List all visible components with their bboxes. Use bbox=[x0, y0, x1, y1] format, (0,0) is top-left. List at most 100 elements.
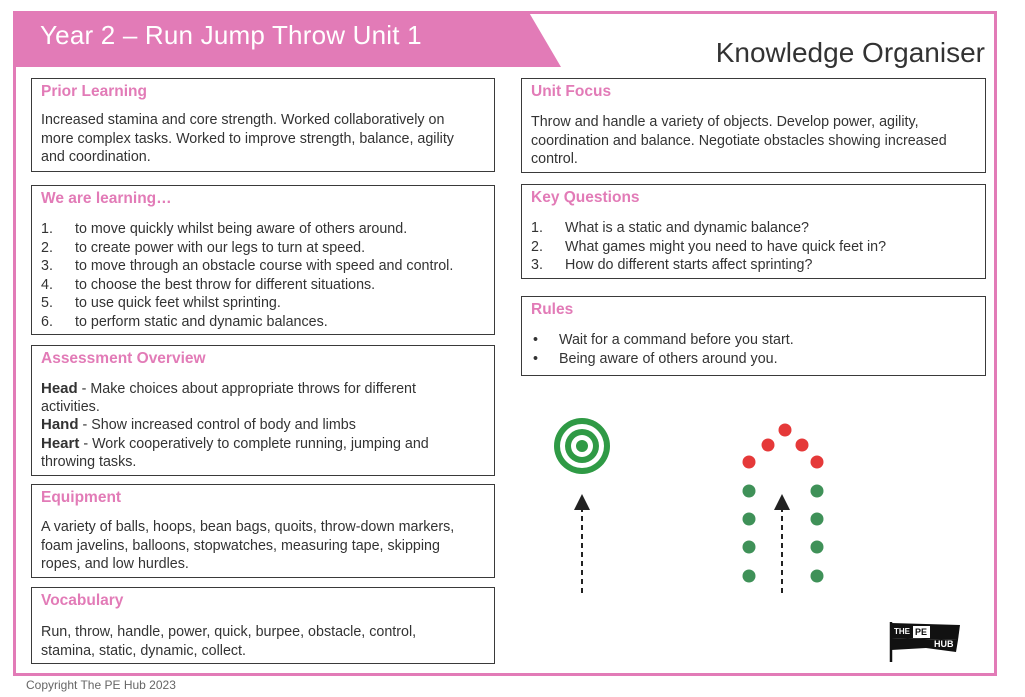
activity-diagram bbox=[554, 418, 824, 593]
assessment-heart-line: Heart - Work cooperatively to complete r… bbox=[41, 435, 486, 453]
list-text: What is a static and dynamic balance? bbox=[565, 220, 809, 236]
list-item: 5. to use quick feet whilst sprinting. bbox=[41, 294, 488, 313]
list-item: 3. to move through an obstacle course wit… bbox=[41, 257, 488, 276]
text-line: ropes, and low hurdles. bbox=[41, 556, 189, 572]
knowledge-organiser-heading: Knowledge Organiser bbox=[715, 37, 985, 68]
equipment-box: Equipment A variety of balls, hoops, bea… bbox=[31, 484, 495, 578]
text-line: and coordination. bbox=[41, 149, 151, 165]
prior-learning-text: Increased stamina and core strength. Wor… bbox=[41, 111, 486, 167]
equipment-text: A variety of balls, hoops, bean bags, qu… bbox=[41, 518, 486, 574]
list-number: 4. bbox=[41, 276, 53, 293]
unit-focus-title: Unit Focus bbox=[531, 83, 612, 100]
list-item: 2. What games might you need to have quic… bbox=[531, 238, 979, 257]
text-line: A variety of balls, hoops, bean bags, qu… bbox=[41, 519, 455, 535]
assessment-overview-title: Assessment Overview bbox=[41, 350, 206, 367]
assessment-hand-line: Hand - Show increased control of body an… bbox=[41, 416, 486, 434]
list-item: 6. to perform static and dynamic balances… bbox=[41, 313, 488, 332]
key-questions-title: Key Questions bbox=[531, 189, 640, 206]
hand-text: - Show increased control of body and lim… bbox=[78, 417, 356, 434]
key-questions-list: 1.What is a static and dynamic balance? … bbox=[531, 219, 979, 275]
prior-learning-title: Prior Learning bbox=[41, 83, 147, 100]
list-text: to create power with our legs to turn at… bbox=[75, 239, 366, 256]
list-text: to use quick feet whilst sprinting. bbox=[75, 295, 281, 312]
list-item: • Wait for a command before you start. bbox=[531, 331, 979, 350]
vocabulary-title: Vocabulary bbox=[41, 592, 124, 609]
red-cone-icon bbox=[742, 455, 756, 469]
list-item: • Being aware of others around you. bbox=[531, 350, 979, 369]
rules-box: Rules • Wait for a command before you sta… bbox=[521, 296, 986, 376]
list-number: 1. bbox=[531, 220, 543, 236]
text-line: Throw and handle a variety of objects. D… bbox=[531, 114, 919, 130]
we-are-learning-box: We are learning… 1. to move quickly whils… bbox=[31, 185, 495, 335]
assessment-head-line2: activities. bbox=[41, 399, 100, 416]
equipment-title: Equipment bbox=[41, 489, 122, 506]
we-are-learning-title: We are learning… bbox=[41, 190, 172, 207]
learning-list: 1. to move quickly whilst being aware of … bbox=[41, 220, 488, 332]
title-banner bbox=[13, 11, 561, 67]
list-number: 6. bbox=[41, 313, 53, 330]
vocabulary-text: Run, throw, handle, power, quick, burpee… bbox=[41, 623, 486, 660]
text-line: control. bbox=[531, 151, 578, 167]
list-text: to perform static and dynamic balances. bbox=[75, 313, 328, 330]
green-cone-icon bbox=[742, 569, 756, 583]
text-line: more complex tasks. Worked to improve st… bbox=[41, 130, 454, 147]
bullet: • bbox=[533, 350, 539, 367]
list-number: 3. bbox=[41, 258, 53, 275]
heart-text: - Work cooperatively to complete running… bbox=[79, 435, 429, 452]
pe-hub-logo: THE PE HUB bbox=[889, 622, 960, 662]
list-text: Wait for a command before you start. bbox=[559, 332, 794, 348]
list-number: 5. bbox=[41, 295, 53, 312]
list-item: 2. to create power with our legs to turn … bbox=[41, 239, 488, 258]
green-cone-icon bbox=[742, 484, 756, 498]
target-icon bbox=[554, 418, 610, 474]
unit-focus-box: Unit Focus Throw and handle a variety of… bbox=[521, 78, 986, 173]
assessment-head-line: Head - Make choices about appropriate th… bbox=[41, 380, 486, 398]
green-cone-icon bbox=[810, 484, 824, 498]
green-cone-icon bbox=[742, 540, 756, 554]
head-label: Head bbox=[41, 380, 78, 397]
red-cone-icon bbox=[761, 438, 775, 452]
rules-list: • Wait for a command before you start. • B… bbox=[531, 331, 979, 368]
list-text: Being aware of others around you. bbox=[559, 350, 778, 367]
logo-the: THE bbox=[894, 627, 911, 636]
logo-hub: HUB bbox=[934, 639, 954, 649]
bullet: • bbox=[533, 332, 539, 348]
vocabulary-box: Vocabulary Run, throw, handle, power, qu… bbox=[31, 587, 495, 664]
cone-course bbox=[742, 423, 824, 583]
assessment-text: Head - Make choices about appropriate th… bbox=[41, 380, 486, 471]
unit-focus-text: Throw and handle a variety of objects. D… bbox=[531, 113, 977, 169]
copyright-footer: Copyright The PE Hub 2023 bbox=[26, 678, 176, 692]
red-cone-icon bbox=[810, 455, 824, 469]
list-text: to move through an obstacle course with … bbox=[75, 258, 454, 275]
list-number: 3. bbox=[531, 257, 543, 274]
green-cone-icon bbox=[810, 540, 824, 554]
text-line: stamina, static, dynamic, collect. bbox=[41, 642, 246, 659]
list-item: 1. to move quickly whilst being aware of … bbox=[41, 220, 488, 239]
list-text: to move quickly whilst being aware of ot… bbox=[75, 221, 408, 237]
heart-label: Heart bbox=[41, 434, 80, 452]
prior-learning-box: Prior Learning Increased stamina and cor… bbox=[31, 78, 495, 172]
list-item: 1. What is a static and dynamic balance? bbox=[531, 219, 979, 238]
list-item: 4. to choose the best throw for different… bbox=[41, 276, 488, 295]
head-text: - Make choices about appropriate throws … bbox=[77, 381, 416, 397]
list-number: 2. bbox=[531, 238, 543, 255]
list-number: 1. bbox=[41, 221, 53, 237]
text-line: Run, throw, handle, power, quick, burpee… bbox=[41, 624, 417, 640]
list-text: to choose the best throw for different s… bbox=[75, 276, 376, 293]
text-line: Increased stamina and core strength. Wor… bbox=[41, 112, 445, 128]
page-title: Year 2 – Run Jump Throw Unit 1 bbox=[40, 20, 422, 50]
assessment-heart-line2: throwing tasks. bbox=[41, 453, 137, 470]
green-cone-icon bbox=[810, 512, 824, 526]
list-item: 3. How do different starts affect sprinti… bbox=[531, 256, 979, 275]
red-cone-icon bbox=[778, 423, 792, 437]
rules-title: Rules bbox=[531, 301, 574, 318]
list-text: How do different starts affect sprinting… bbox=[565, 257, 813, 274]
list-number: 2. bbox=[41, 239, 53, 256]
green-cone-icon bbox=[742, 512, 756, 526]
key-questions-box: Key Questions 1. What is a static and dyn… bbox=[521, 184, 986, 279]
assessment-overview-box: Assessment Overview Head - Make choices … bbox=[31, 345, 495, 476]
logo-pe: PE bbox=[915, 627, 927, 637]
list-text: What games might you need to have quick … bbox=[565, 238, 887, 255]
text-line: coordination and balance. Negotiate obst… bbox=[531, 132, 947, 149]
green-cone-icon bbox=[810, 569, 824, 583]
